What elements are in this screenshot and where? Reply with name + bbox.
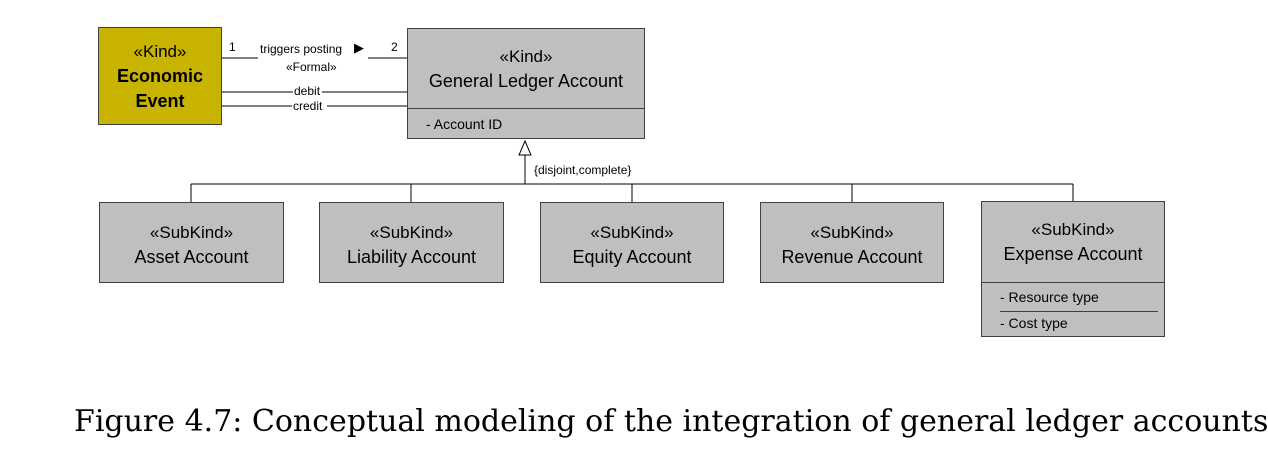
economic-event-name-line2: Event (135, 91, 185, 111)
resource-type-attribute: - Resource type (1000, 289, 1099, 305)
liability-name: Liability Account (346, 247, 477, 267)
economic-event-name-line1: Economic (116, 66, 204, 86)
liability-account-class[interactable]: «SubKind» Liability Account (319, 202, 504, 283)
direction-arrow-icon: ▶ (354, 40, 364, 55)
revenue-stereotype: «SubKind» (810, 223, 894, 242)
expense-attributes: - Resource type - Cost type (982, 282, 1164, 338)
general-ledger-name: General Ledger Account (428, 71, 624, 91)
credit-label: credit (293, 99, 323, 113)
general-ledger-attributes: - Account ID (408, 108, 644, 140)
equity-stereotype: «SubKind» (590, 223, 674, 242)
association-stereotype: «Formal» (286, 60, 337, 74)
attribute-separator (1000, 311, 1158, 312)
equity-name: Equity Account (572, 247, 692, 267)
general-ledger-stereotype: «Kind» (499, 47, 553, 66)
debit-label: debit (294, 84, 321, 98)
association-label: triggers posting (260, 42, 343, 56)
revenue-account-class[interactable]: «SubKind» Revenue Account (760, 202, 944, 283)
economic-event-stereotype: «Kind» (133, 42, 187, 61)
equity-account-class[interactable]: «SubKind» Equity Account (540, 202, 724, 283)
cost-type-attribute: - Cost type (1000, 315, 1068, 331)
revenue-name: Revenue Account (781, 247, 923, 267)
asset-stereotype: «SubKind» (149, 223, 234, 242)
generalization-arrowhead (518, 139, 532, 156)
general-ledger-account-class[interactable]: «Kind» General Ledger Account - Account … (407, 28, 645, 139)
asset-name: Asset Account (134, 247, 249, 267)
liability-stereotype: «SubKind» (369, 223, 454, 242)
asset-account-class[interactable]: «SubKind» Asset Account (99, 202, 284, 283)
multiplicity-left: 1 (229, 40, 236, 54)
figure-caption: Figure 4.7: Conceptual modeling of the i… (74, 404, 1268, 439)
account-id-attribute: - Account ID (426, 116, 503, 132)
generalization-constraint: {disjoint,complete} (534, 163, 632, 177)
multiplicity-right: 2 (391, 40, 398, 54)
economic-event-class[interactable]: «Kind» Economic Event (98, 27, 222, 125)
expense-account-class[interactable]: «SubKind» Expense Account - Resource typ… (981, 201, 1165, 337)
expense-stereotype: «SubKind» (1031, 220, 1115, 239)
expense-name: Expense Account (1003, 244, 1143, 264)
